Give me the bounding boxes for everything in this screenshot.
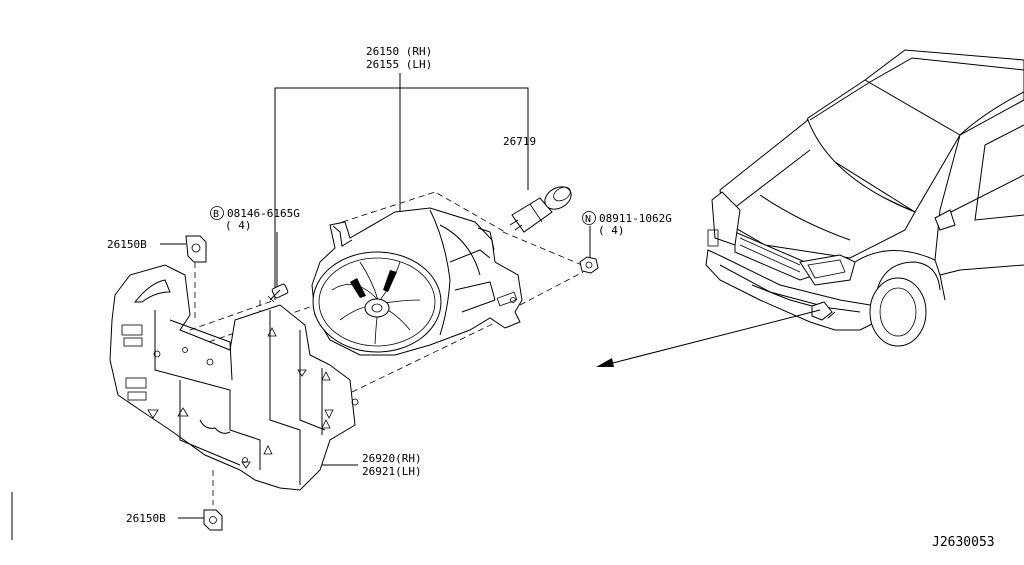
label-lamp-rh: 26150 (RH) [366, 45, 432, 58]
fog-lamp-housing [311, 207, 523, 356]
label-nut-code: 08911-1062G [599, 212, 672, 225]
clip-lower-part [203, 509, 223, 531]
label-bolt: B 08146-6165G ( 4) [210, 206, 300, 232]
label-nut: N 08911-1062G ( 4) [582, 211, 672, 237]
lamp-bracket [109, 264, 359, 491]
label-clip-lower: 26150B [126, 512, 166, 525]
location-pointer-arrow [596, 309, 821, 367]
label-bolt-qty: ( 4) [225, 219, 252, 232]
bolt-part [267, 283, 289, 303]
leader-lines [11, 73, 591, 540]
bolt-symbol: B [213, 209, 219, 220]
bulb-part [509, 186, 572, 233]
label-bracket-rh: 26920(RH) [362, 452, 422, 465]
nut-symbol-circle [582, 211, 596, 225]
nut-symbol: N [585, 214, 591, 225]
label-lamp-lh: 26155 (LH) [366, 58, 432, 71]
label-clip-upper: 26150B [107, 238, 147, 251]
clip-upper-part [185, 235, 207, 263]
bolt-symbol-circle [210, 206, 224, 220]
label-bracket-lh: 26921(LH) [362, 465, 422, 478]
diagram-code: J2630053 [932, 535, 995, 550]
nut-part [579, 256, 599, 274]
label-nut-qty: ( 4) [598, 224, 625, 237]
vehicle-illustration [705, 49, 1024, 347]
label-bulb: 26719 [503, 135, 536, 148]
label-bolt-code: 08146-6165G [227, 207, 300, 220]
